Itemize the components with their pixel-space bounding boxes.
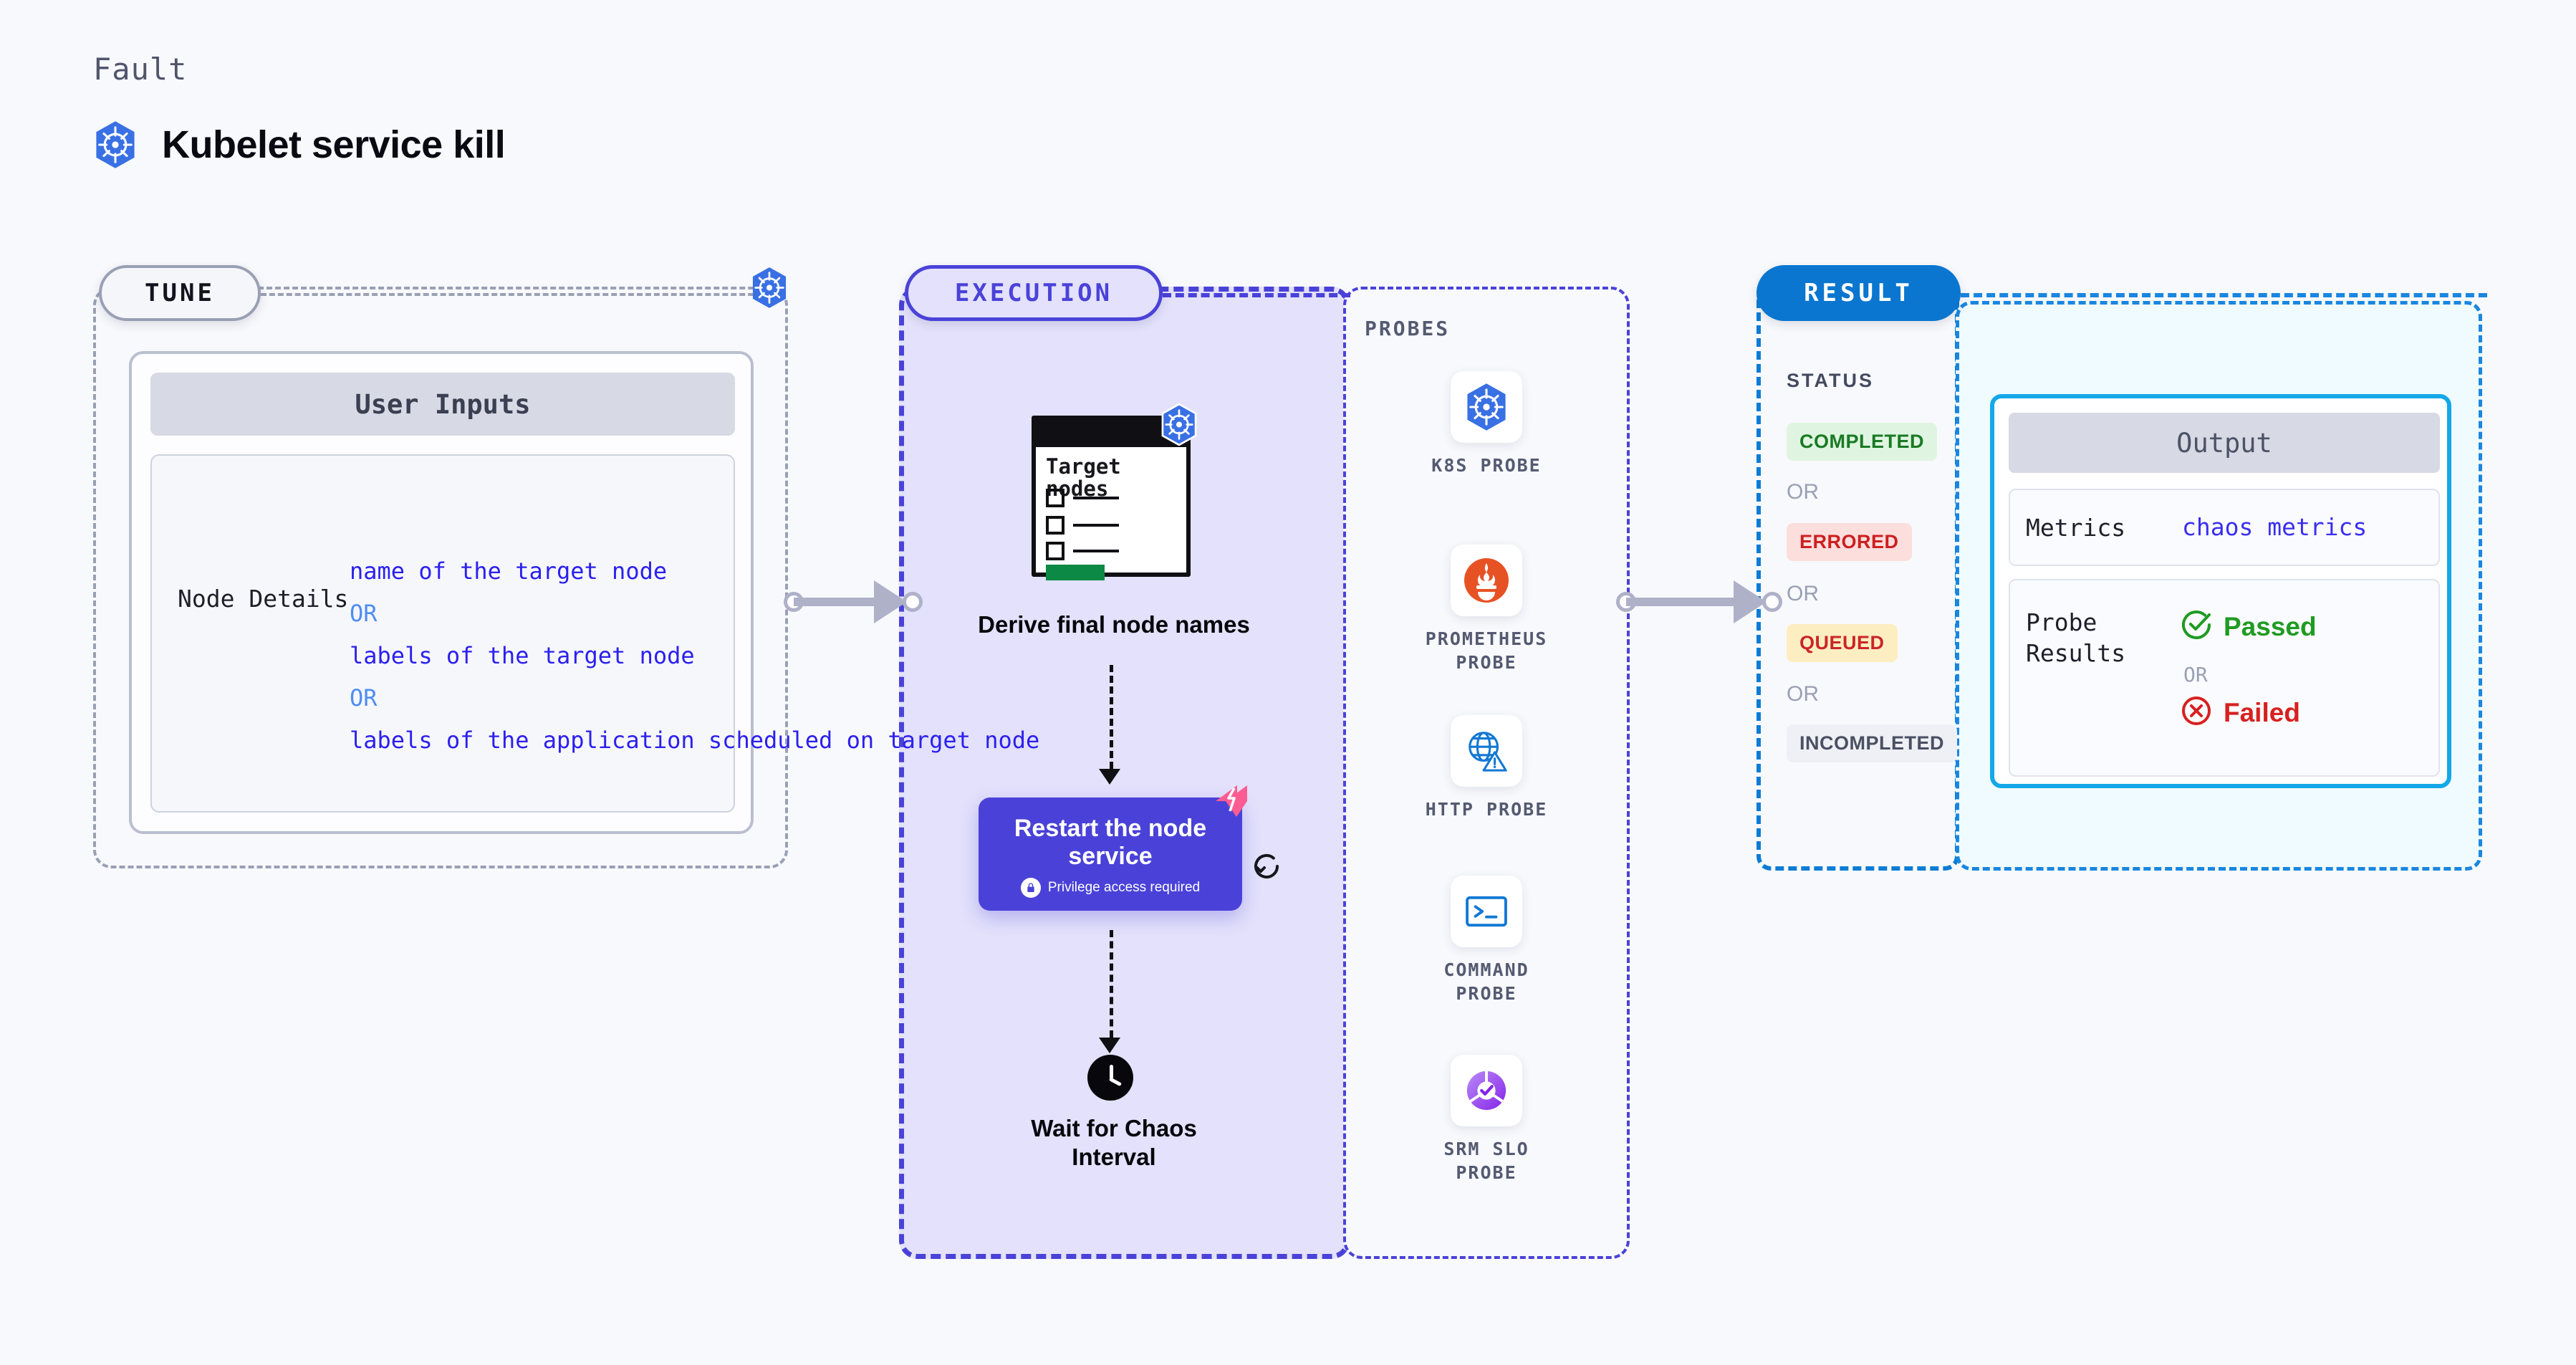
checklist-row [1046, 516, 1119, 535]
node-details-values: name of the target node OR labels of the… [350, 556, 1040, 755]
metrics-value[interactable]: chaos metrics [2182, 513, 2368, 541]
output-metrics-row: Metrics chaos metrics [2009, 489, 2440, 566]
status-badge-queued: QUEUED [1787, 624, 1898, 662]
node-detail-or-0: OR [350, 599, 378, 627]
page-title: Kubelet service kill [162, 123, 506, 166]
kubernetes-icon [1160, 403, 1198, 449]
result-pill[interactable]: RESULT [1756, 265, 1961, 321]
flow-arrowhead [1099, 769, 1120, 785]
probe-result-separator: OR [2183, 663, 2208, 686]
clock-minute-hand [1108, 1077, 1123, 1087]
output-title: Output [2009, 413, 2440, 473]
connector-execution-to-result [1612, 573, 1784, 631]
connector-bar [1626, 598, 1746, 606]
green-bar-indicator [1046, 565, 1105, 580]
line-placeholder [1073, 524, 1119, 527]
status-badge-incompleted: INCOMPLETED [1787, 724, 1958, 762]
probe-results-key: Probe Results [2026, 608, 2126, 667]
node-detail-value-0: name of the target node [350, 557, 668, 585]
checkbox-icon [1046, 542, 1064, 560]
checkbox-icon [1046, 516, 1064, 535]
checklist-row [1046, 542, 1119, 560]
target-nodes-card: Target nodes [1032, 416, 1191, 580]
probe-label: COMMAND PROBE [1443, 959, 1529, 1004]
status-separator: OR [1787, 682, 1819, 706]
user-inputs-body: Node Details name of the target node OR … [150, 454, 1040, 813]
connector-end-dot [1762, 592, 1782, 612]
user-inputs-card: User Inputs Node Details name of the tar… [129, 351, 1040, 834]
connector-end-dot [903, 592, 923, 612]
probe-item-command[interactable]: COMMAND PROBE [1415, 876, 1558, 1005]
tune-leader-line [261, 293, 771, 296]
kubernetes-icon [93, 120, 138, 169]
probe-label: K8S PROBE [1431, 455, 1542, 476]
status-title: STATUS [1787, 370, 1874, 391]
page-header: Kubelet service kill [93, 120, 506, 169]
status-separator: OR [1787, 582, 1819, 605]
execution-pill[interactable]: EXECUTION [905, 265, 1163, 321]
output-probe-results-row: Probe Results Passed OR [2009, 579, 2440, 777]
prometheus-icon [1451, 545, 1522, 616]
node-details-key: Node Details [178, 585, 349, 613]
connector-arrowhead [1734, 580, 1767, 623]
probe-label: HTTP PROBE [1425, 799, 1548, 820]
card-titlebar [1036, 420, 1186, 447]
terminal-icon [1451, 876, 1522, 947]
kubernetes-icon [1451, 371, 1522, 443]
status-separator: OR [1787, 480, 1819, 504]
lock-icon [1020, 878, 1041, 899]
probe-item-k8s[interactable]: K8S PROBE [1415, 371, 1558, 478]
privilege-note-label: Privilege access required [1047, 880, 1201, 896]
page-eyebrow: Fault [93, 52, 188, 87]
connector-bar [794, 598, 887, 606]
probe-result-failed: Failed [2181, 695, 2300, 730]
harness-fault-icon [1213, 782, 1250, 823]
probe-label: PROMETHEUS PROBE [1425, 628, 1548, 673]
line-placeholder [1073, 550, 1119, 552]
passed-label: Passed [2224, 611, 2317, 641]
line-placeholder [1073, 497, 1119, 499]
probe-item-prometheus[interactable]: PROMETHEUS PROBE [1415, 545, 1558, 674]
flow-arrowhead [1099, 1038, 1120, 1053]
checkbox-icon [1046, 489, 1064, 507]
node-detail-value-1: labels of the target node [350, 641, 695, 669]
probe-item-srm-slo[interactable]: SRM SLO PROBE [1415, 1055, 1558, 1184]
connector-tune-to-execution [779, 573, 923, 631]
restart-node-service-node[interactable]: Restart the node service Privilege acces… [979, 798, 1242, 911]
user-inputs-title: User Inputs [150, 373, 735, 436]
probe-label: SRM SLO PROBE [1443, 1139, 1529, 1183]
restart-node-service-label: Restart the node service [1014, 814, 1207, 870]
tune-pill[interactable]: TUNE [99, 265, 261, 321]
node-detail-or-1: OR [350, 684, 378, 712]
check-circle-icon [2181, 609, 2212, 644]
derive-final-node-names-label: Derive final node names [978, 611, 1250, 638]
node-detail-value-2: labels of the application scheduled on t… [350, 726, 1040, 754]
flow-dashed-line [1110, 665, 1113, 769]
metrics-key: Metrics [2026, 514, 2126, 542]
status-badge-completed: COMPLETED [1787, 423, 1938, 461]
output-card: Output Metrics chaos metrics Probe Resul… [1990, 394, 2451, 788]
connector-arrowhead [874, 580, 907, 623]
wait-for-chaos-interval-label: Wait for Chaos Interval [1031, 1115, 1197, 1171]
kubernetes-icon [750, 267, 789, 312]
probe-result-passed: Passed [2181, 609, 2317, 644]
checklist-row [1046, 489, 1119, 507]
clock-icon [1087, 1055, 1133, 1101]
result-leader-line [1961, 293, 2487, 297]
execution-leader-line [1163, 293, 1350, 297]
tune-section [93, 287, 788, 868]
privilege-note: Privilege access required [1020, 878, 1201, 899]
flow-dashed-line [1110, 930, 1113, 1038]
probes-title: PROBES [1365, 317, 1451, 340]
failed-label: Failed [2224, 697, 2300, 727]
status-badge-errored: ERRORED [1787, 523, 1912, 561]
x-circle-icon [2181, 695, 2212, 730]
retry-icon [1250, 849, 1284, 887]
globe-warning-icon [1451, 715, 1522, 787]
clock-hour-hand [1110, 1065, 1113, 1079]
srm-slo-icon [1451, 1055, 1522, 1126]
probe-item-http[interactable]: HTTP PROBE [1415, 715, 1558, 822]
